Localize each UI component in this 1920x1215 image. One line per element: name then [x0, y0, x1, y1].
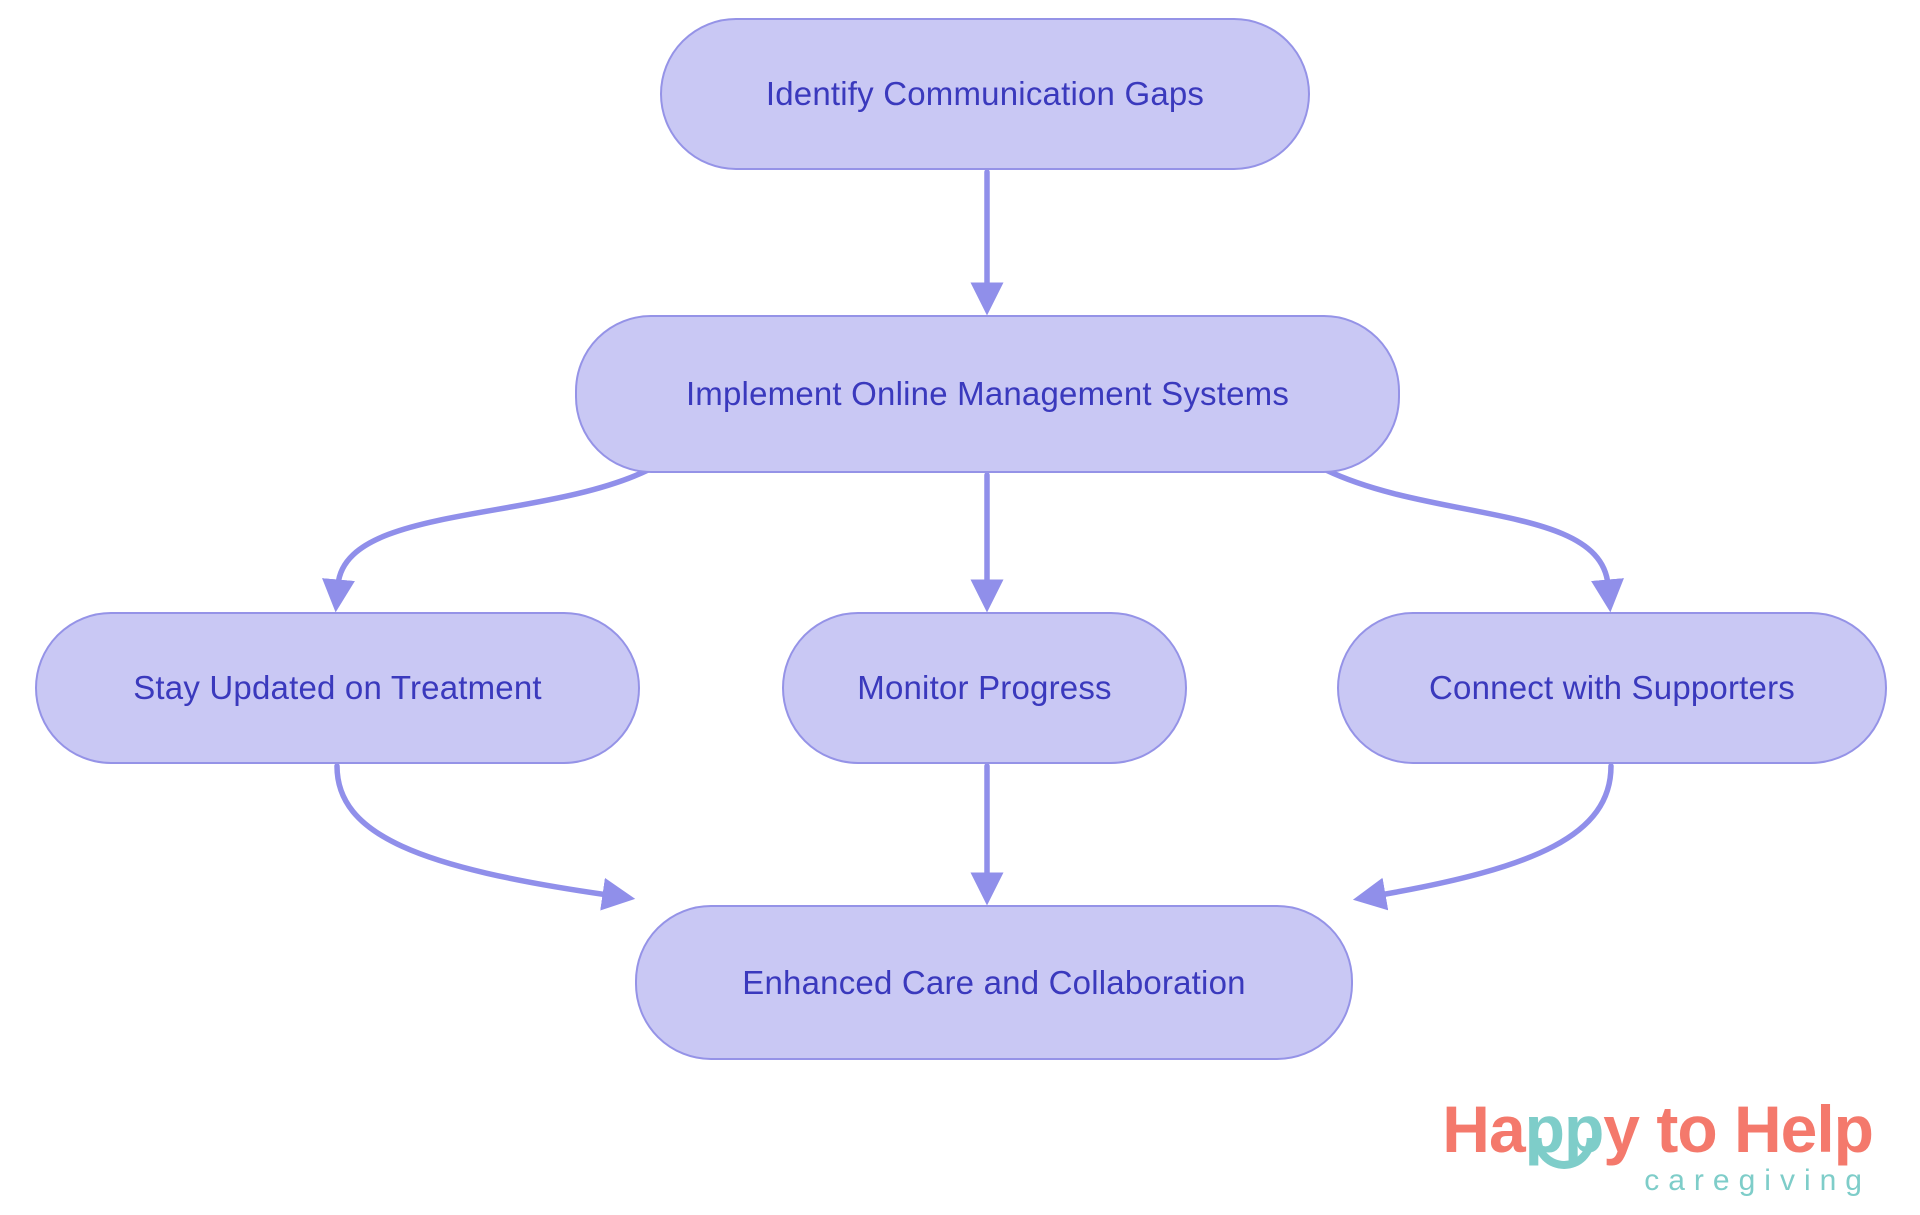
node-label: Identify Communication Gaps [765, 75, 1205, 112]
node-label: Enhanced Care and Collaboration [742, 963, 1246, 1001]
node-implement-online-management-systems: Implement Online Management Systems [575, 315, 1400, 473]
logo-subtitle: caregiving [1644, 1164, 1871, 1197]
edge-implement-to-connect [1323, 467, 1624, 613]
node-label: Stay Updated on Treatment [133, 669, 542, 706]
logo-text-ha: Ha [1442, 1092, 1525, 1166]
edge-implement-to-stay [322, 467, 651, 613]
edge-connect-to-enhanced [1352, 763, 1614, 911]
node-enhanced-care-and-collaboration: Enhanced Care and Collaboration [635, 905, 1353, 1060]
node-connect-with-supporters: Connect with Supporters [1337, 612, 1887, 764]
node-label: Implement Online Management Systems [685, 375, 1290, 412]
node-identify-communication-gaps: Identify Communication Gaps [660, 18, 1310, 170]
node-label: Connect with Supporters [1429, 669, 1795, 706]
node-label: Monitor Progress [857, 669, 1112, 706]
node-monitor-progress: Monitor Progress [782, 612, 1187, 764]
smile-icon [1533, 1138, 1595, 1169]
logo-text-y-to-help: y to Help [1603, 1092, 1874, 1166]
edge-stay-to-enhanced [334, 763, 636, 911]
logo-text-pp: pp [1525, 1096, 1604, 1169]
node-stay-updated-on-treatment: Stay Updated on Treatment [35, 612, 640, 764]
